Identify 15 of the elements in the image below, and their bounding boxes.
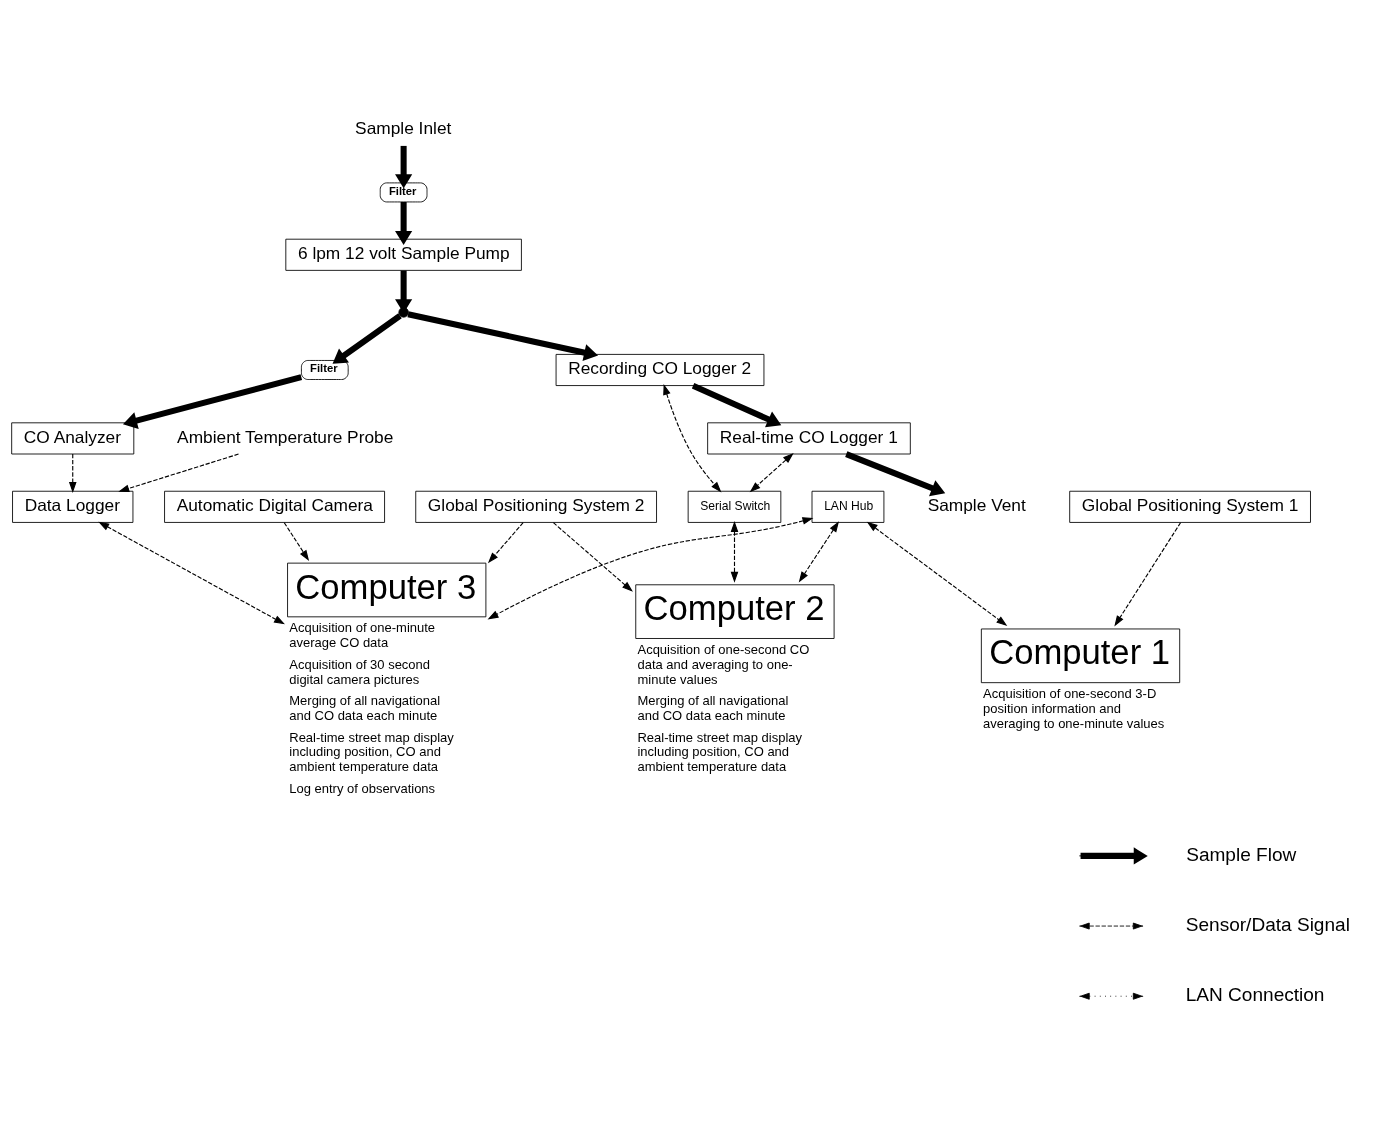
node-label: Real-time street map display including position, CO and ambient temperature data <box>289 729 454 775</box>
node-text: Sample Inlet <box>355 118 452 139</box>
node-label: Acquisition of one-second 3-D position information and averaging to one-minute values <box>983 686 1165 731</box>
node-label: Acquisition of 30 second digital camera pictures <box>289 656 431 687</box>
legend-label: Sensor/Data Signal <box>1185 913 1350 935</box>
node-label: Acquisition of one-minute average CO data <box>289 620 436 651</box>
node-label: Acquisition of one-second CO data and averaging to one-minute values <box>637 642 810 687</box>
legend-label: Sample Flow <box>1186 843 1297 865</box>
node-text: Ambient Temperature Probe <box>177 426 394 447</box>
node-label: Merging of all navigational and CO data each minute <box>289 693 441 723</box>
node-label: Real-time street map display including position, CO and ambient temperature data <box>637 729 803 775</box>
node-label: Log entry of observations <box>289 780 436 796</box>
node-text: Sample Vent <box>927 495 1026 516</box>
node-label: Merging of all navigational and CO data each minute <box>637 693 789 723</box>
legend-label: LAN Connection <box>1185 984 1325 1006</box>
